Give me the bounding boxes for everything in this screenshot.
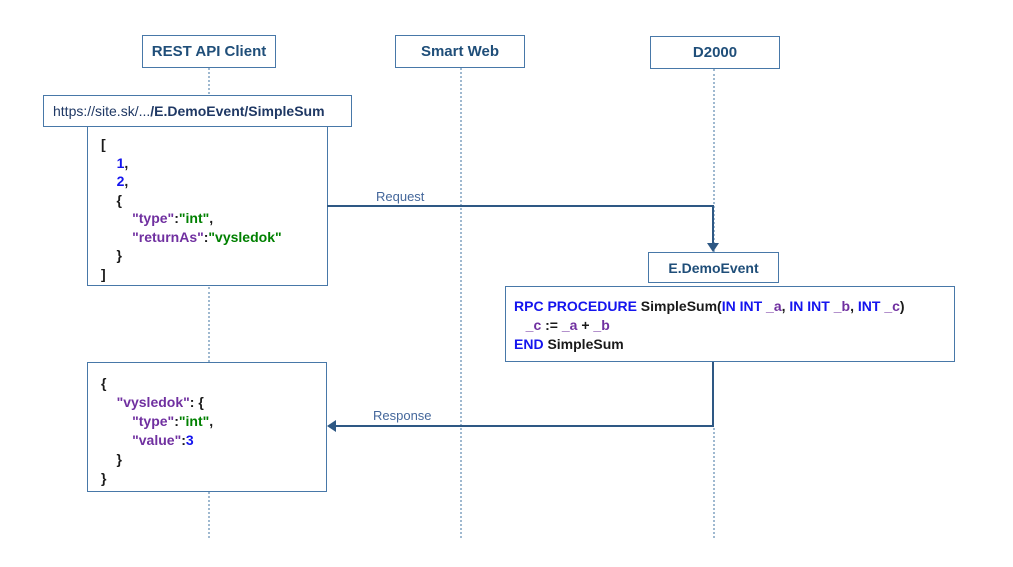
code-line: "type":"int",: [132, 413, 214, 429]
request-json-box: [ 1, 2, { "type":"int", "returnAs":"vysl…: [87, 125, 328, 286]
code-line: {: [101, 375, 107, 391]
response-json-code: { "vysledok": { "type":"int", "value":3 …: [101, 374, 326, 488]
lifeline-smart-web: [460, 68, 462, 538]
code-line: ]: [101, 265, 106, 282]
rpc-code-box: RPC PROCEDURE SimpleSum(IN INT _a, IN IN…: [505, 286, 955, 362]
code-line: "returnAs":"vysledok": [132, 228, 282, 245]
code-line: _c := _a + _b: [525, 317, 610, 333]
actor-label: D2000: [692, 44, 738, 61]
lifeline-d2000: [713, 69, 715, 252]
rpc-code: RPC PROCEDURE SimpleSum(IN INT _a, IN IN…: [514, 297, 954, 354]
request-arrowhead-icon: [707, 243, 719, 252]
lifeline-rest-api-client: [208, 287, 210, 362]
response-arrow-line: [712, 362, 714, 426]
response-label: Response: [373, 408, 432, 423]
url-box: https://site.sk/.../E.DemoEvent/SimpleSu…: [43, 95, 352, 127]
code-line: "type":"int",: [132, 210, 214, 226]
code-line: }: [101, 470, 107, 486]
code-line: {: [101, 191, 123, 208]
actor-label: Smart Web: [420, 43, 500, 60]
request-arrow-line: [712, 205, 714, 244]
code-line: "value":3: [132, 432, 194, 448]
actor-box-d2000: D2000: [650, 36, 780, 69]
response-arrowhead-icon: [327, 420, 336, 432]
request-json-code: [ 1, 2, { "type":"int", "returnAs":"vysl…: [101, 135, 327, 283]
url-path: /E.DemoEvent/SimpleSum: [150, 103, 325, 119]
code-line: [: [101, 136, 106, 152]
request-label: Request: [376, 189, 425, 204]
lifeline-d2000: [713, 428, 715, 538]
actor-box-smart-web: Smart Web: [395, 35, 525, 68]
event-label: E.DemoEvent: [668, 259, 759, 276]
code-line: "vysledok": {: [116, 394, 204, 410]
lifeline-rest-api-client: [208, 68, 210, 94]
code-line: }: [101, 451, 123, 467]
code-line: END SimpleSum: [514, 336, 624, 352]
url-prefix: https://site.sk/...: [53, 103, 151, 119]
response-json-box: { "vysledok": { "type":"int", "value":3 …: [87, 362, 327, 492]
code-line: 2,: [116, 173, 129, 189]
request-arrow-line: [327, 205, 714, 207]
actor-label: REST API Client: [151, 43, 267, 60]
lifeline-rest-api-client: [208, 492, 210, 538]
event-box: E.DemoEvent: [648, 252, 779, 283]
code-line: }: [101, 247, 123, 263]
code-line: RPC PROCEDURE SimpleSum(IN INT _a, IN IN…: [514, 298, 905, 314]
actor-box-rest-api-client: REST API Client: [142, 35, 276, 68]
code-line: 1,: [116, 154, 129, 171]
response-arrow-line: [335, 425, 714, 427]
